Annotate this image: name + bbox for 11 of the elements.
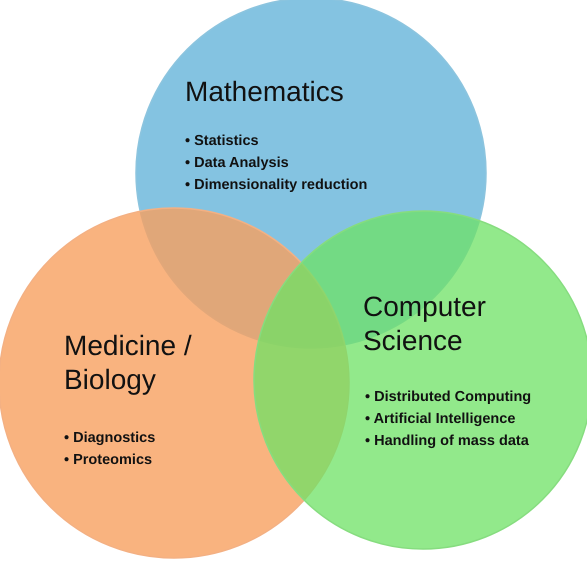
bullet-item: • Distributed Computing — [365, 388, 532, 406]
bullet-item: • Data Analysis — [185, 154, 290, 172]
bullet-item: • Proteomics — [64, 451, 154, 470]
bullet-item: • Artificial Intelligence — [365, 410, 516, 428]
circle-heading: Mathematics — [185, 75, 345, 109]
bullet-item: • Handling of mass data — [365, 432, 530, 450]
circle-heading: Computer Science — [363, 290, 487, 358]
circle-heading: Medicine / Biology — [64, 329, 193, 396]
bullet-item: • Dimensionality reduction — [185, 176, 368, 194]
bullet-item: • Diagnostics — [64, 429, 156, 448]
bullet-item: • Statistics — [185, 132, 260, 150]
